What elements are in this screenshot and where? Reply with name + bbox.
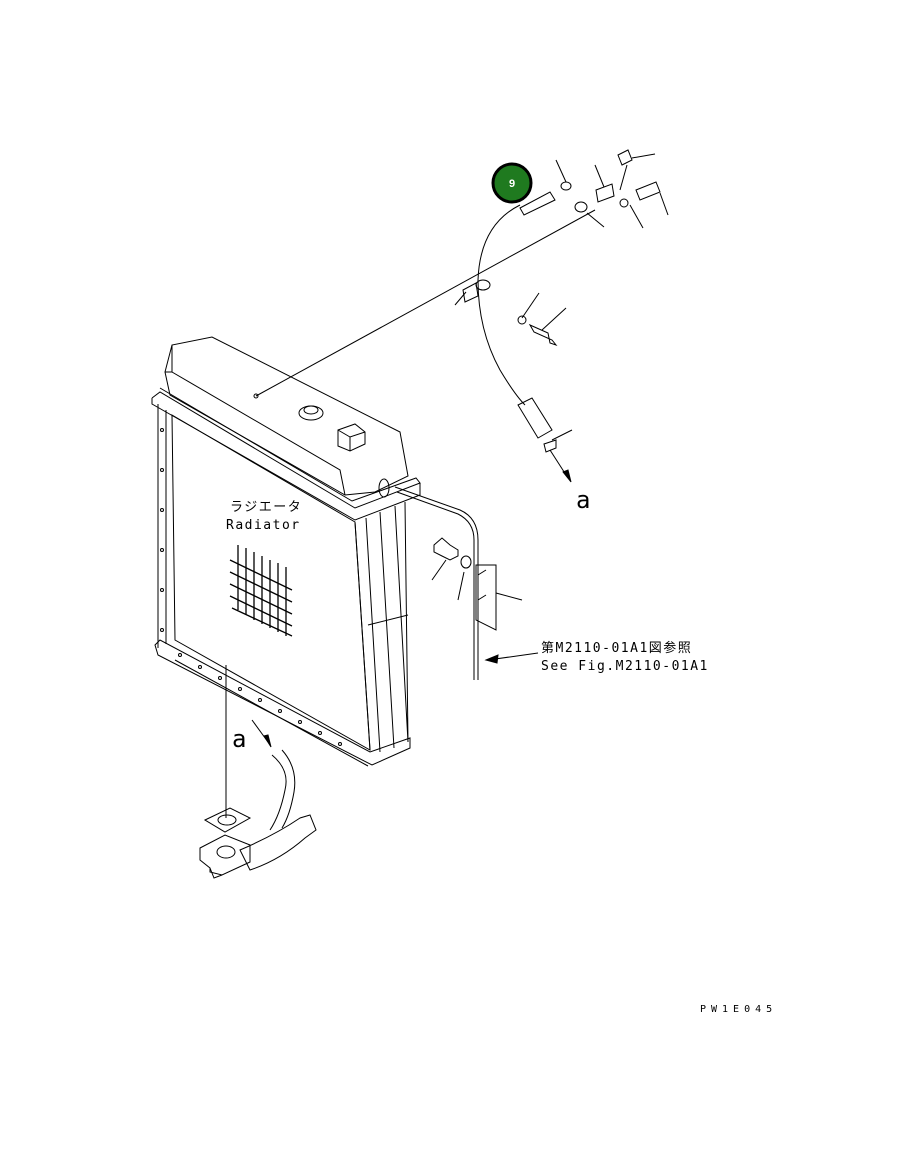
callout-badge[interactable]: 9 xyxy=(491,162,533,204)
side-bolt xyxy=(433,537,472,569)
side-bracket xyxy=(475,564,497,631)
reference-label-en: See Fig.M2110-01A1 xyxy=(541,659,709,674)
radiator-left-rail xyxy=(157,404,167,648)
lower-flange xyxy=(199,834,251,879)
reference-label-jp: 第M2110-01A1図参照 xyxy=(541,640,692,656)
radiator-label-en: Radiator xyxy=(226,518,301,533)
top-fittings xyxy=(519,149,661,216)
callout-badge-number: 9 xyxy=(509,178,515,190)
callout-leaders-top xyxy=(454,153,669,441)
clamp-washer xyxy=(517,315,527,325)
bottom-bolt-holes xyxy=(178,653,342,746)
clamp-bolt xyxy=(528,323,558,347)
hose-clamp xyxy=(462,279,491,303)
radiator-right-columns xyxy=(354,501,409,753)
marker-a-bottom: a xyxy=(232,725,246,753)
radiator-assembly xyxy=(151,336,421,767)
overflow-fitting xyxy=(378,478,390,498)
radiator-bottom-frame xyxy=(154,639,411,766)
side-pipe xyxy=(394,486,479,680)
hose-sleeve xyxy=(517,397,553,439)
lower-gasket xyxy=(203,807,252,833)
radiator-cap xyxy=(298,405,366,452)
radiator-top-tank xyxy=(164,336,409,496)
core-grid-pattern xyxy=(229,545,293,637)
marker-a-top: a xyxy=(576,486,590,514)
overflow-hose xyxy=(477,204,526,406)
leader-line-top xyxy=(255,209,596,397)
lower-elbow xyxy=(239,814,317,871)
hose-end-fitting xyxy=(543,439,557,453)
callout-leaders-side xyxy=(431,559,523,601)
drawing-code: PW1E045 xyxy=(700,1004,777,1015)
left-rail-holes xyxy=(160,428,164,632)
lower-hose xyxy=(269,749,296,831)
radiator-label-jp: ラジエータ xyxy=(230,500,302,515)
